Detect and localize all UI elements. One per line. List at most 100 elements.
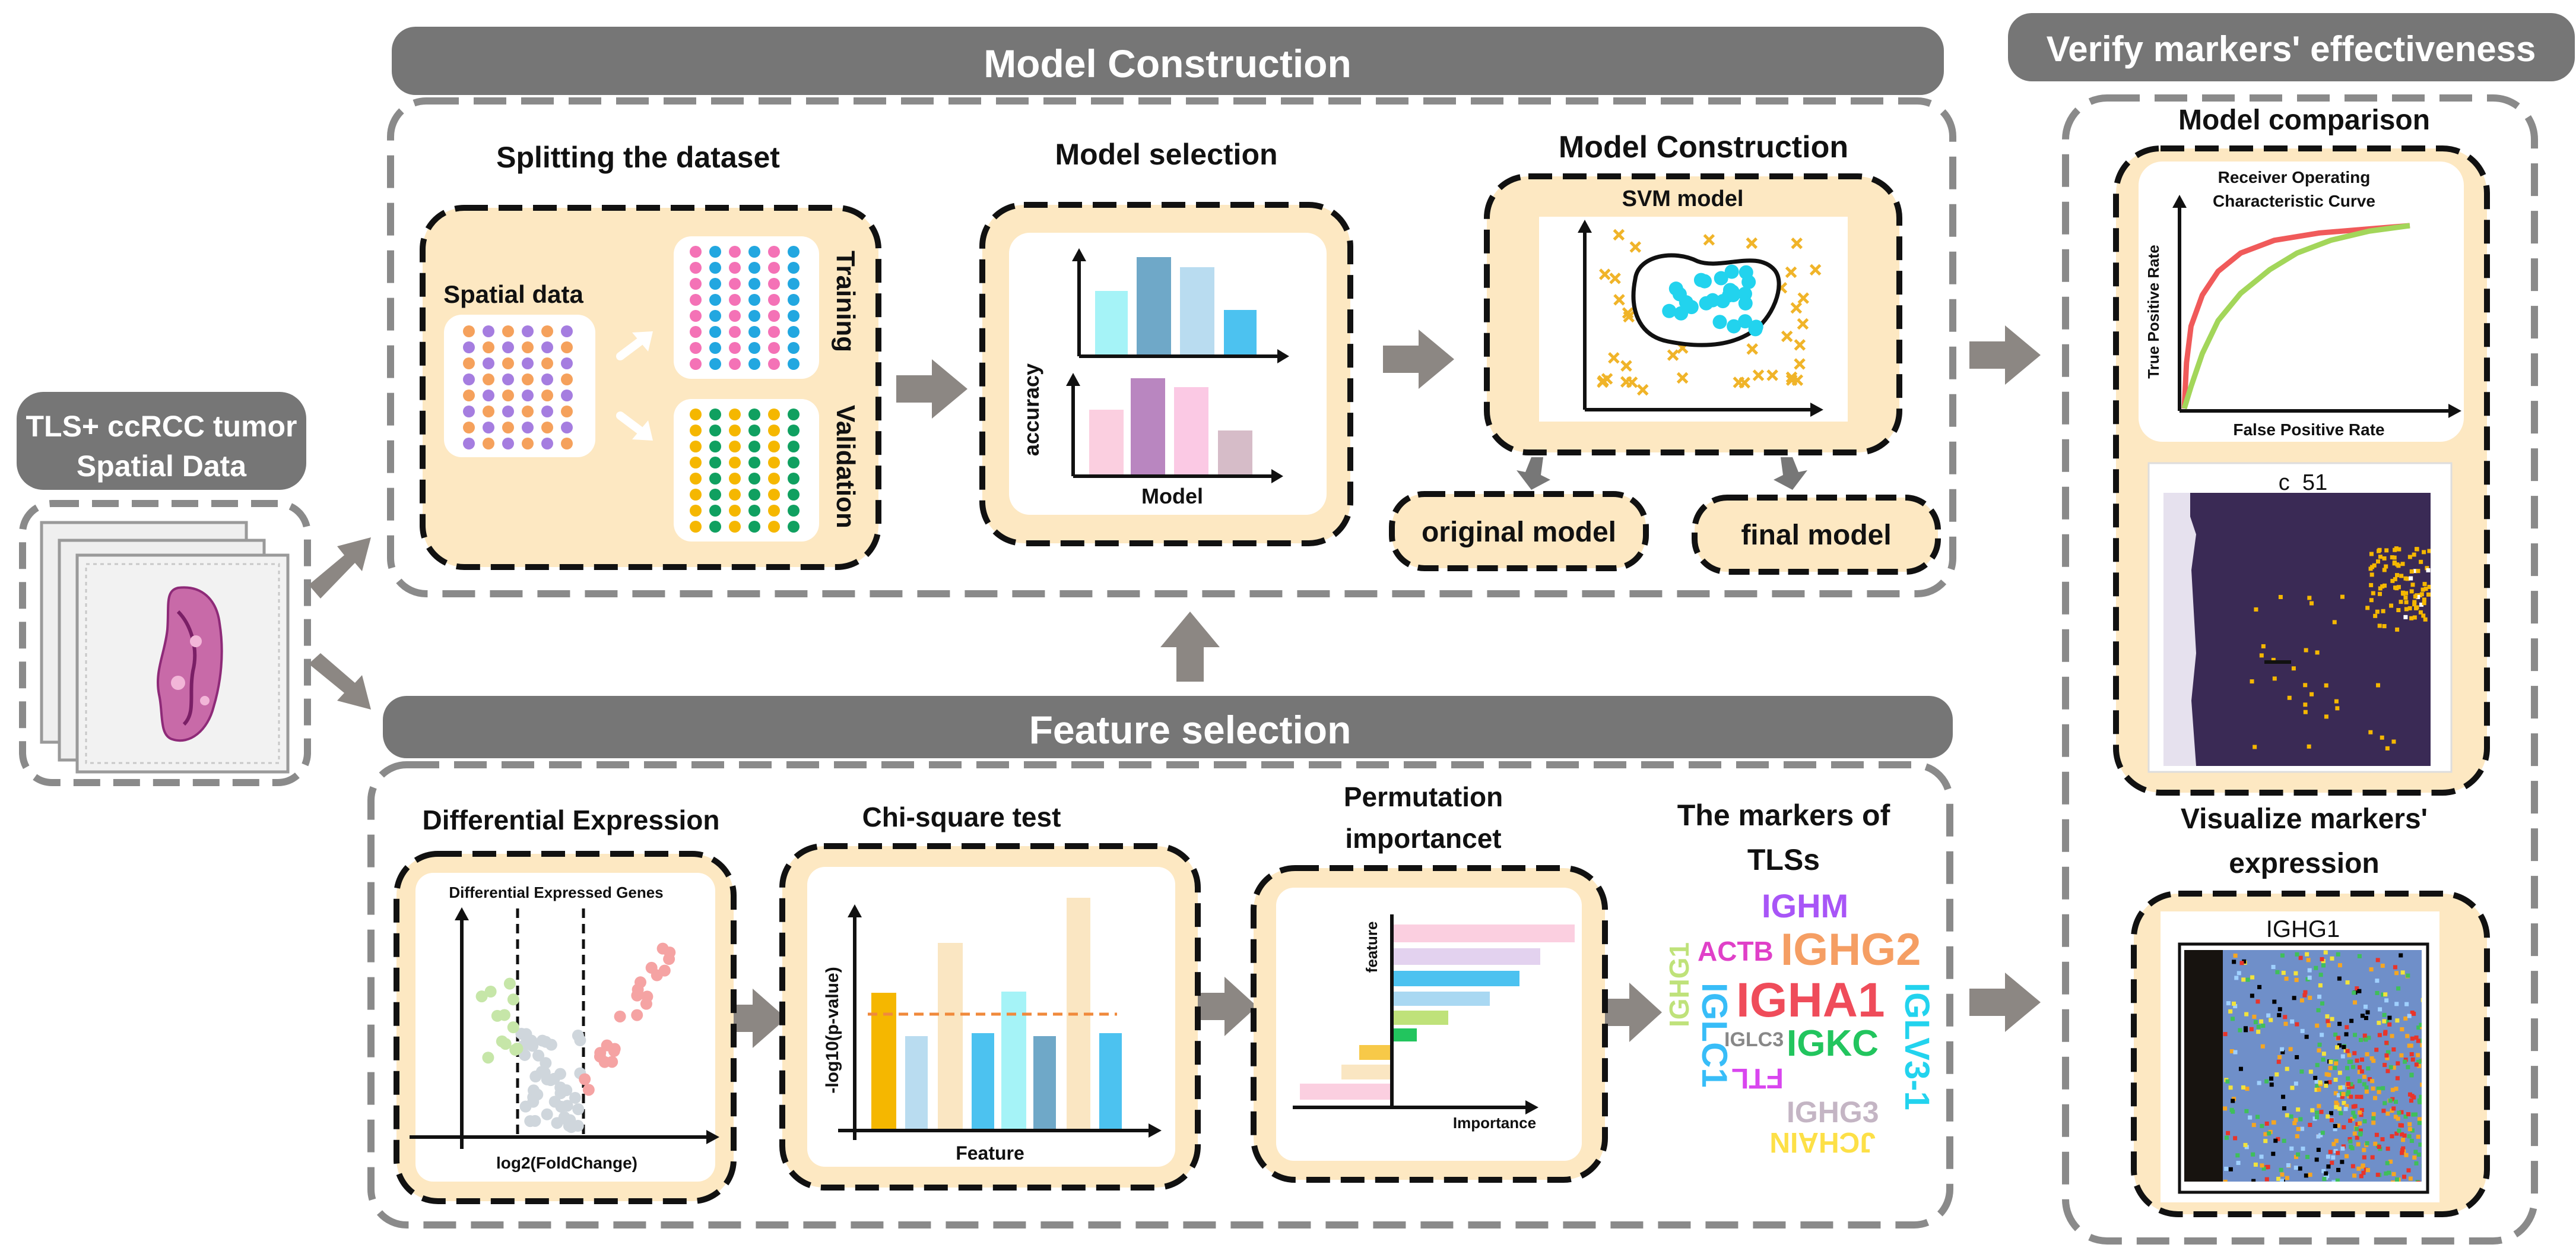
expression-spot bbox=[2335, 1045, 2340, 1050]
svm-dot-point bbox=[1668, 281, 1683, 296]
volcano-point-ns bbox=[569, 1091, 582, 1104]
training-dots bbox=[690, 246, 800, 370]
spatial-dot bbox=[502, 341, 514, 353]
spatial-dot bbox=[561, 390, 573, 401]
expression-spot bbox=[2342, 1125, 2346, 1129]
expression-spot bbox=[2334, 1138, 2339, 1143]
expression-spot bbox=[2387, 1022, 2392, 1027]
cluster-spot bbox=[2400, 590, 2405, 595]
input-container bbox=[19, 500, 311, 786]
spatial-dot bbox=[541, 438, 553, 449]
expression-spot bbox=[2266, 1164, 2270, 1169]
training-dot bbox=[788, 294, 800, 306]
expression-spot bbox=[2408, 1176, 2413, 1181]
expression-spot bbox=[2325, 1014, 2330, 1019]
expression-spot bbox=[2235, 1153, 2240, 1158]
expression-spot bbox=[2232, 960, 2236, 964]
feature-selection-container bbox=[367, 761, 1953, 1228]
expression-spot bbox=[2407, 1127, 2412, 1132]
markers-title-line2: TLSs bbox=[1747, 843, 1820, 876]
ighg1-expression-map bbox=[2184, 950, 2422, 1182]
cluster-spot bbox=[2369, 598, 2374, 603]
svm-dot-point bbox=[1714, 271, 1728, 286]
expression-spot bbox=[2269, 1076, 2274, 1081]
expression-spot bbox=[2362, 1119, 2367, 1123]
expression-spot bbox=[2377, 1033, 2382, 1037]
model-selection-bottom-chart bbox=[1066, 373, 1283, 483]
expression-spot bbox=[2242, 959, 2247, 964]
expression-spot bbox=[2337, 1106, 2342, 1111]
expression-spot bbox=[2314, 1115, 2319, 1120]
expression-spot bbox=[2369, 1056, 2374, 1061]
ighg1-plot-title: IGHG1 bbox=[2266, 916, 2340, 942]
expression-spot bbox=[2337, 976, 2342, 981]
expression-spot bbox=[2358, 1132, 2363, 1137]
roc-chart bbox=[2172, 195, 2461, 418]
expression-spot bbox=[2318, 1080, 2323, 1085]
spatial-dot bbox=[483, 406, 494, 417]
marker-word-ftl: FTL bbox=[1731, 1062, 1784, 1094]
expression-spot bbox=[2405, 1034, 2410, 1038]
permutation-chart bbox=[1293, 914, 1575, 1114]
expression-spot bbox=[2416, 1134, 2420, 1139]
expression-spot bbox=[2383, 1030, 2388, 1034]
spatial-dot bbox=[483, 422, 494, 433]
expression-spot bbox=[2231, 1109, 2235, 1114]
validation-dot bbox=[729, 521, 741, 533]
expression-spot bbox=[2266, 1013, 2271, 1018]
svm-cross-point bbox=[1791, 238, 1803, 249]
expression-spot bbox=[2233, 953, 2238, 958]
validation-dot bbox=[748, 473, 760, 485]
expression-spot bbox=[2289, 1146, 2294, 1151]
validation-dot bbox=[690, 489, 702, 501]
expression-spot bbox=[2269, 1082, 2274, 1087]
expression-spot bbox=[2241, 977, 2246, 982]
expression-spot bbox=[2317, 995, 2322, 999]
validation-dot bbox=[748, 489, 760, 501]
expression-spot bbox=[2326, 1154, 2330, 1159]
expression-spot bbox=[2315, 1023, 2320, 1028]
split-arrow-down bbox=[616, 411, 653, 441]
volcano-point-ns bbox=[558, 1111, 570, 1123]
training-dot bbox=[729, 246, 741, 258]
expression-spot bbox=[2321, 1052, 2326, 1056]
expression-spot bbox=[2257, 1081, 2261, 1085]
expression-spot bbox=[2400, 970, 2405, 975]
training-dot bbox=[788, 358, 800, 370]
validation-dot bbox=[788, 425, 800, 436]
cluster-spot bbox=[2419, 559, 2423, 564]
spatial-dot bbox=[541, 422, 553, 433]
expression-spot bbox=[2378, 1007, 2383, 1012]
cluster-spot bbox=[2399, 600, 2403, 604]
marker-word-iglc1: IGLC1 bbox=[1695, 983, 1734, 1088]
expression-spot bbox=[2354, 1126, 2359, 1131]
expression-spot bbox=[2256, 1030, 2261, 1034]
expression-spot bbox=[2310, 1108, 2315, 1113]
expression-spot bbox=[2390, 1109, 2394, 1113]
expression-spot bbox=[2285, 1176, 2289, 1180]
cluster-spot bbox=[2271, 657, 2276, 662]
expression-spot bbox=[2347, 1137, 2352, 1142]
cluster-spot bbox=[2397, 547, 2401, 552]
cluster-spot bbox=[2422, 601, 2426, 606]
expression-spot bbox=[2315, 1110, 2320, 1115]
expression-spot bbox=[2358, 1128, 2363, 1133]
volcano-point-ns bbox=[541, 1073, 553, 1085]
expression-spot bbox=[2316, 1008, 2321, 1012]
expression-spot bbox=[2314, 1087, 2319, 1092]
volcano-points bbox=[475, 942, 676, 1133]
cluster-spot bbox=[2303, 710, 2308, 714]
expression-spot bbox=[2275, 970, 2280, 974]
expression-spot bbox=[2244, 1012, 2249, 1017]
expression-spot bbox=[2380, 1137, 2385, 1142]
expression-spot bbox=[2377, 1087, 2381, 1091]
expression-spot bbox=[2385, 1056, 2390, 1060]
expression-spot bbox=[2417, 1063, 2422, 1068]
expression-spot bbox=[2330, 956, 2334, 961]
arrow-de-to-chi bbox=[724, 989, 786, 1048]
expression-spot bbox=[2343, 1107, 2348, 1112]
expression-spot bbox=[2394, 1002, 2399, 1006]
input-label-line1: TLS+ ccRCC tumor bbox=[26, 410, 297, 443]
expression-spot bbox=[2418, 1100, 2422, 1104]
training-dot bbox=[748, 358, 760, 370]
